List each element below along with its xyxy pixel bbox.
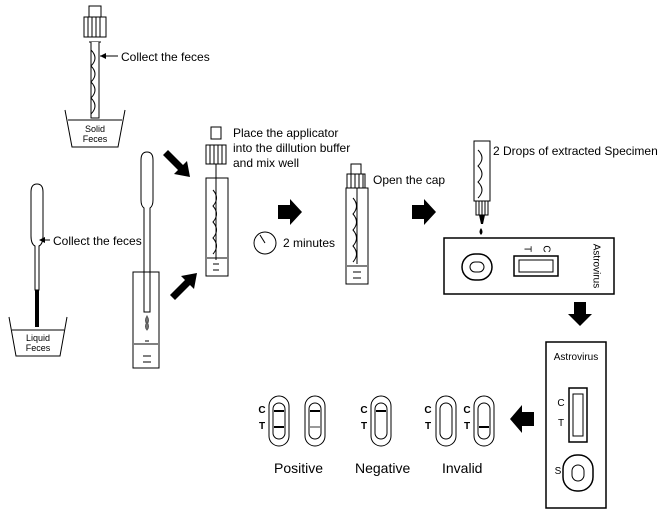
vertical-window-c: C	[557, 398, 565, 409]
mix-label-line-3: and mix well	[233, 156, 300, 170]
arrow-diagonal-up	[170, 273, 197, 300]
timer-label: 2 minutes	[283, 236, 336, 250]
cassette-brand-rotated: Astrovirus	[590, 244, 601, 288]
cassette-window-t: T	[521, 246, 532, 252]
vertical-cassette-brand: Astrovirus	[553, 352, 599, 363]
arrow-left	[510, 405, 534, 433]
arrow-diagonal-down	[163, 150, 190, 177]
result-strip-positive-1	[268, 395, 290, 447]
assay-procedure-diagram: Astrovirus T C Collect the feces Solid F…	[8, 5, 658, 509]
drops-label: 2 Drops of extracted Specimen	[493, 144, 658, 158]
solid-cup-label-1: Solid	[84, 124, 105, 134]
liquid-cup-label-2: Feces	[25, 343, 51, 353]
result-strip-negative	[370, 395, 392, 447]
liquid-pipette	[30, 183, 44, 327]
timer-icon	[253, 231, 277, 255]
solid-cup	[64, 109, 126, 148]
vertical-window-t: T	[557, 418, 565, 429]
arrow-right-2	[412, 199, 436, 225]
negative-mark-c: C	[360, 405, 368, 416]
negative-mark-t: T	[360, 421, 368, 432]
liquid-cup-label-1: Liquid	[25, 333, 51, 343]
pointer-arrow-solid	[100, 53, 118, 59]
invalid-mark-c-1: C	[424, 405, 432, 416]
invalid-mark-c-2: C	[463, 405, 471, 416]
invalid-mark-t-2: T	[463, 421, 471, 432]
pipette-in-tube	[132, 151, 160, 369]
solid-applicator	[83, 5, 107, 119]
result-strip-positive-2	[304, 395, 326, 447]
diagram-drawing: Astrovirus T C	[8, 5, 615, 509]
invalid-mark-t-1: T	[424, 421, 432, 432]
sample-well-label: S	[554, 466, 562, 477]
cassette-window-c: C	[540, 245, 551, 252]
solid-collect-label: Collect the feces	[121, 50, 210, 64]
mix-label-line-2: into the dillution buffer	[233, 141, 351, 155]
result-strip-invalid-2	[473, 395, 495, 447]
pointer-arrow-liquid	[39, 237, 50, 243]
solid-cup-label-2: Feces	[82, 134, 108, 144]
result-strip-invalid-1	[435, 395, 457, 447]
dropping-tube	[473, 140, 491, 235]
liquid-collect-label: Collect the feces	[53, 234, 142, 248]
result-label-positive: Positive	[274, 460, 324, 476]
arrow-down	[568, 302, 592, 326]
cassette-horizontal	[443, 237, 615, 295]
mix-tube	[205, 126, 229, 277]
mix-label-line-1: Place the applicator	[233, 126, 339, 140]
liquid-cup	[8, 316, 68, 357]
result-label-invalid: Invalid	[442, 460, 483, 476]
cassette-vertical	[545, 341, 607, 509]
positive-mark-t: T	[258, 421, 266, 432]
open-cap-tube	[345, 163, 369, 285]
result-label-negative: Negative	[355, 460, 411, 476]
open-cap-label: Open the cap	[373, 173, 446, 187]
positive-mark-c: C	[258, 405, 266, 416]
arrow-right-1	[278, 199, 302, 225]
